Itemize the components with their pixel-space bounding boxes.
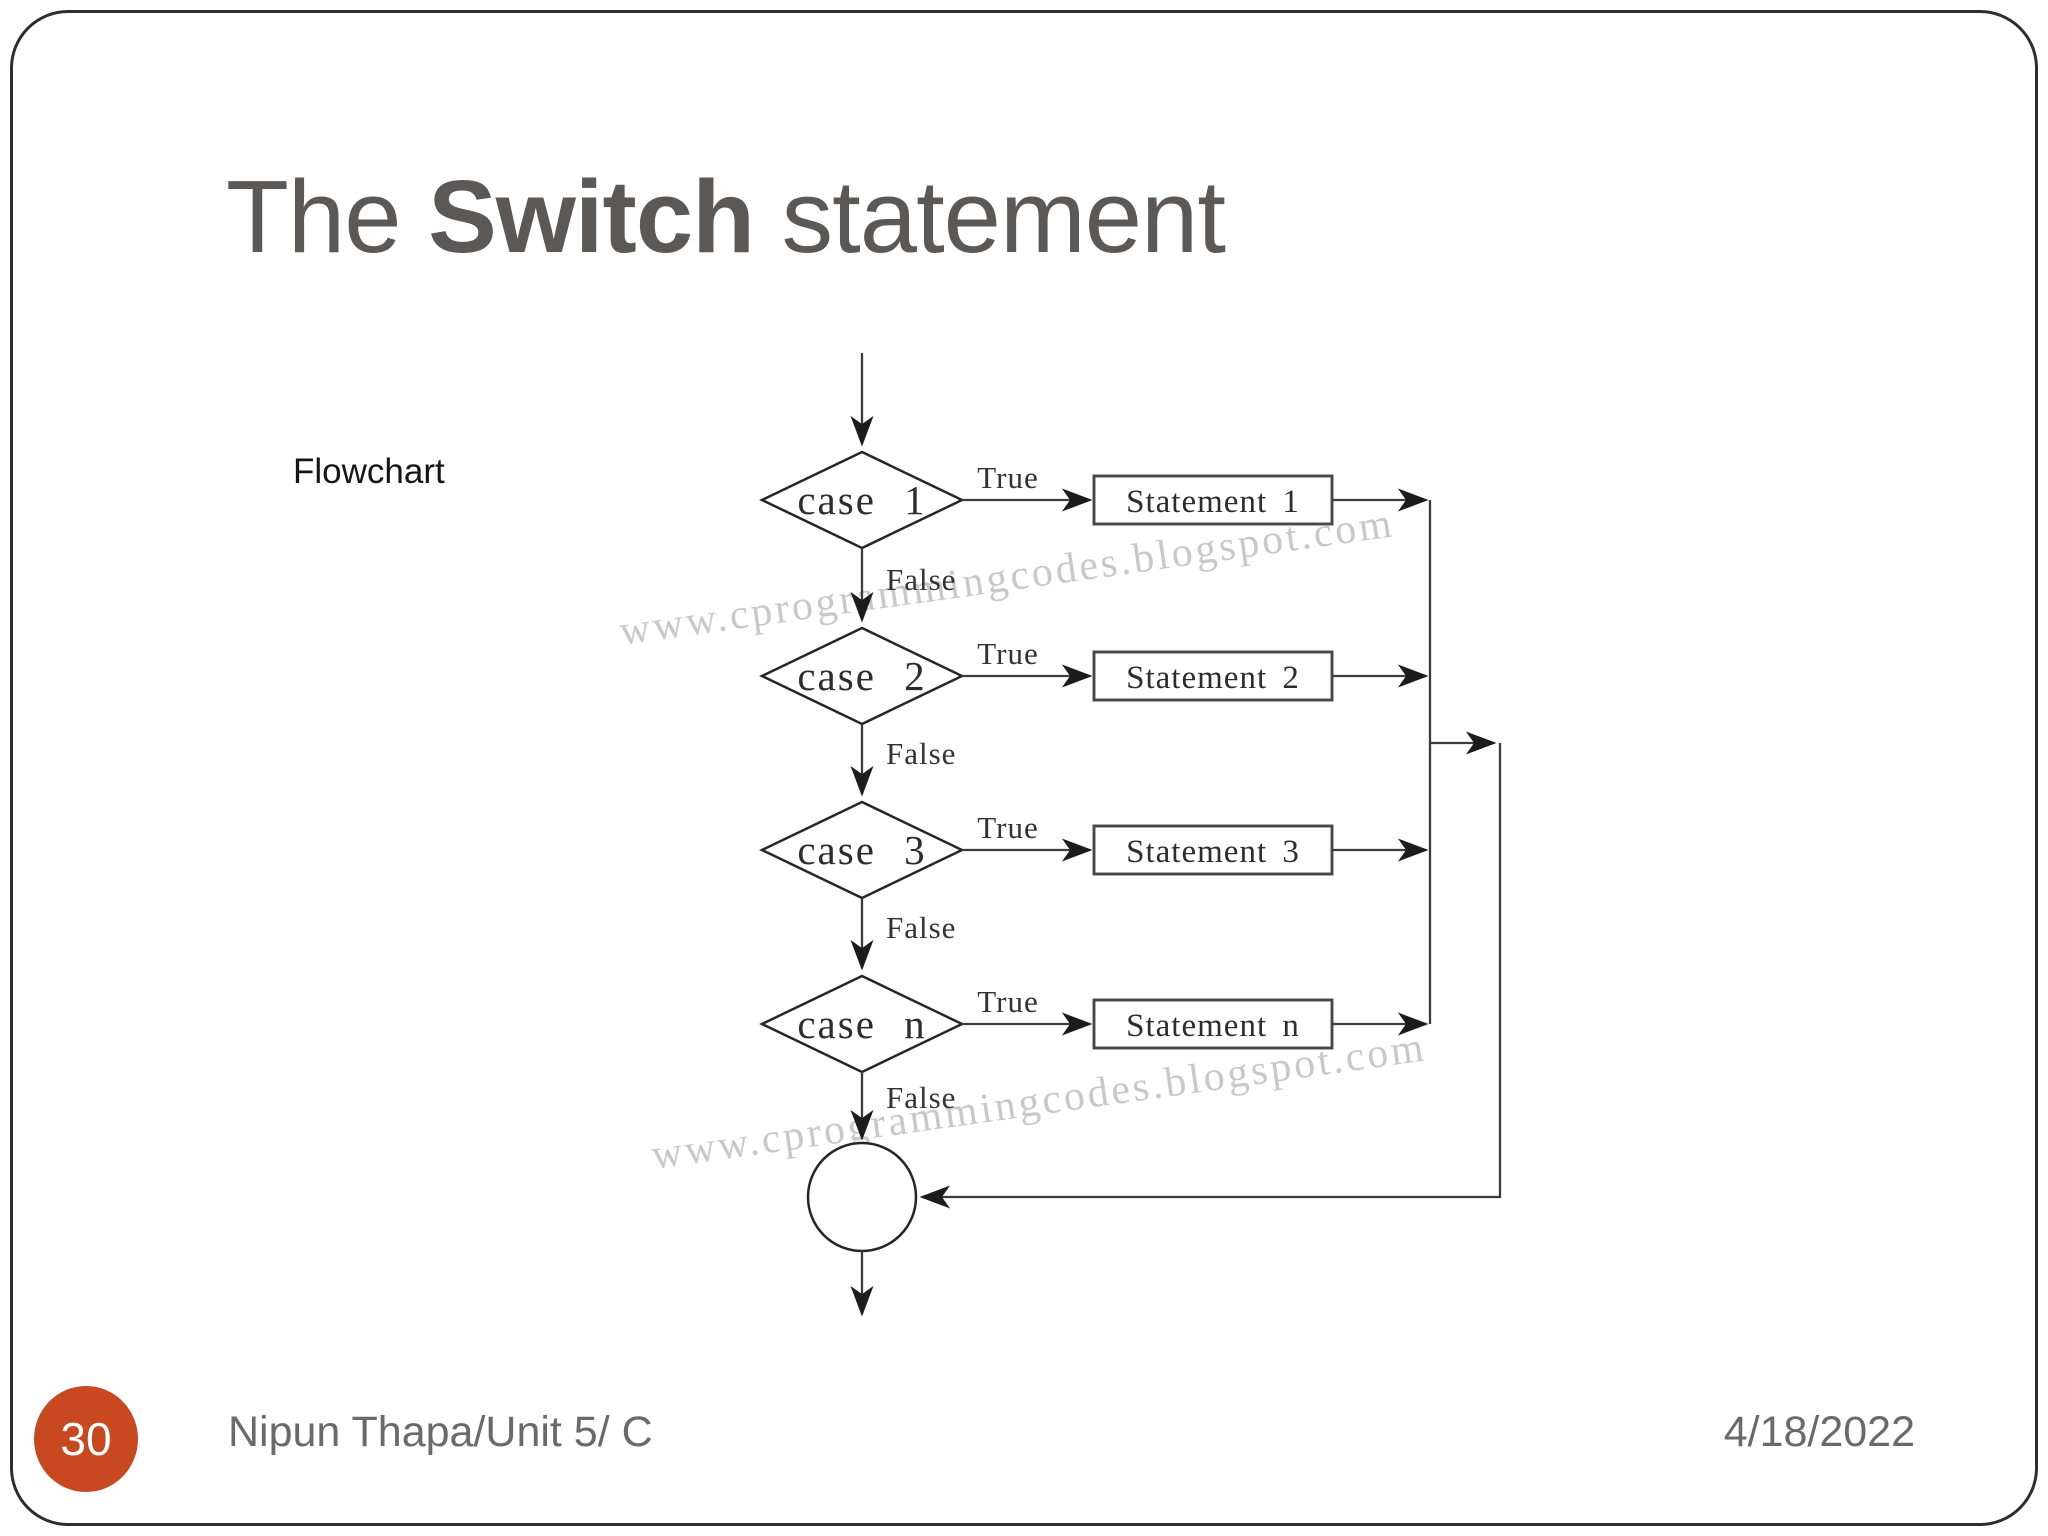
true-label-n: True xyxy=(977,984,1038,1019)
false-label-1: False xyxy=(886,562,956,597)
title-prefix: The xyxy=(226,159,429,274)
statement-2-box xyxy=(1092,650,1334,702)
statement-1-label: Statement 1 xyxy=(1126,484,1300,520)
title-suffix: statement xyxy=(754,159,1226,274)
case-3-label: case 3 xyxy=(797,827,926,873)
case-n-label: case n xyxy=(797,1001,926,1047)
connector-circle xyxy=(806,1141,918,1253)
statement-3-box xyxy=(1092,824,1334,876)
page-number-badge: 30 xyxy=(34,1386,138,1492)
footer-date: 4/18/2022 xyxy=(1723,1408,1915,1456)
slide-border xyxy=(10,10,2038,1526)
false-label-3: False xyxy=(886,910,956,945)
title-bold-word: Switch xyxy=(428,159,755,274)
statement-3-label: Statement 3 xyxy=(1126,834,1300,870)
true-label-3: True xyxy=(977,810,1038,845)
statement-1-box xyxy=(1092,474,1334,526)
false-label-2: False xyxy=(886,736,956,771)
statement-n-box xyxy=(1092,998,1334,1050)
page-title: The Switch statement xyxy=(226,158,1226,276)
footer-author: Nipun Thapa/Unit 5/ C xyxy=(228,1408,653,1456)
merge-line-2-return-arrow xyxy=(919,743,1502,1209)
true-label-2: True xyxy=(977,636,1038,671)
false-label-n: False xyxy=(886,1080,956,1115)
flowchart-caption: Flowchart xyxy=(293,452,445,491)
statement-n-label: Statement n xyxy=(1126,1008,1300,1044)
page-number: 30 xyxy=(60,1413,112,1465)
statement-2-label: Statement 2 xyxy=(1126,660,1300,696)
case-1-label: case 1 xyxy=(797,477,926,523)
true-label-1: True xyxy=(977,460,1038,495)
case-2-label: case 2 xyxy=(797,653,926,699)
